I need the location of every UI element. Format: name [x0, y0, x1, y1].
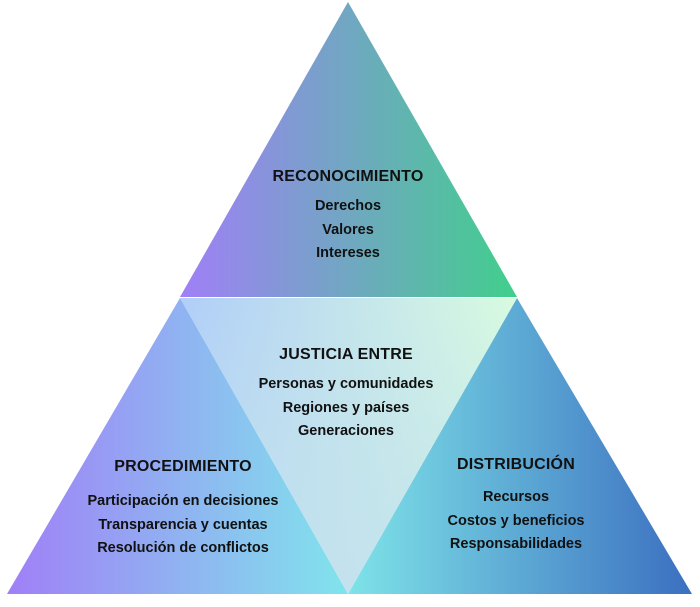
center-triangle-shade [180, 298, 517, 594]
section-item: Regiones y países [282, 399, 410, 416]
section-reconocimiento: RECONOCIMIENTO Derechos Valores Interese… [273, 168, 424, 266]
right-triangle [348, 298, 692, 594]
section-item: Participación en decisiones [87, 493, 279, 509]
section-item: Responsabilidades [449, 536, 583, 552]
section-title: DISTRIBUCIÓN [457, 456, 575, 473]
section-item: Derechos [314, 198, 382, 214]
section-title: PROCEDIMIENTO [114, 458, 252, 475]
section-title: RECONOCIMIENTO [272, 168, 424, 185]
section-item: Transparencia y cuentas [98, 516, 268, 533]
top-triangle [180, 2, 517, 297]
section-item: Generaciones [298, 423, 394, 439]
section-item: Costos y beneficios [447, 512, 585, 529]
section-item: Intereses [316, 245, 380, 261]
section-item: Resolución de conflictos [97, 540, 269, 556]
section-item: Personas y comunidades [258, 376, 434, 392]
section-justicia-entre: JUSTICIA ENTRE Personas y comunidades Re… [259, 346, 434, 444]
section-item: Valores [322, 221, 374, 238]
section-item: Recursos [482, 489, 550, 505]
section-title: JUSTICIA ENTRE [279, 346, 413, 363]
left-triangle [7, 298, 348, 594]
section-distribucion: DISTRIBUCIÓN Recursos Costos y beneficio… [448, 456, 585, 557]
section-procedimiento: PROCEDIMIENTO Participación en decisione… [88, 458, 279, 561]
